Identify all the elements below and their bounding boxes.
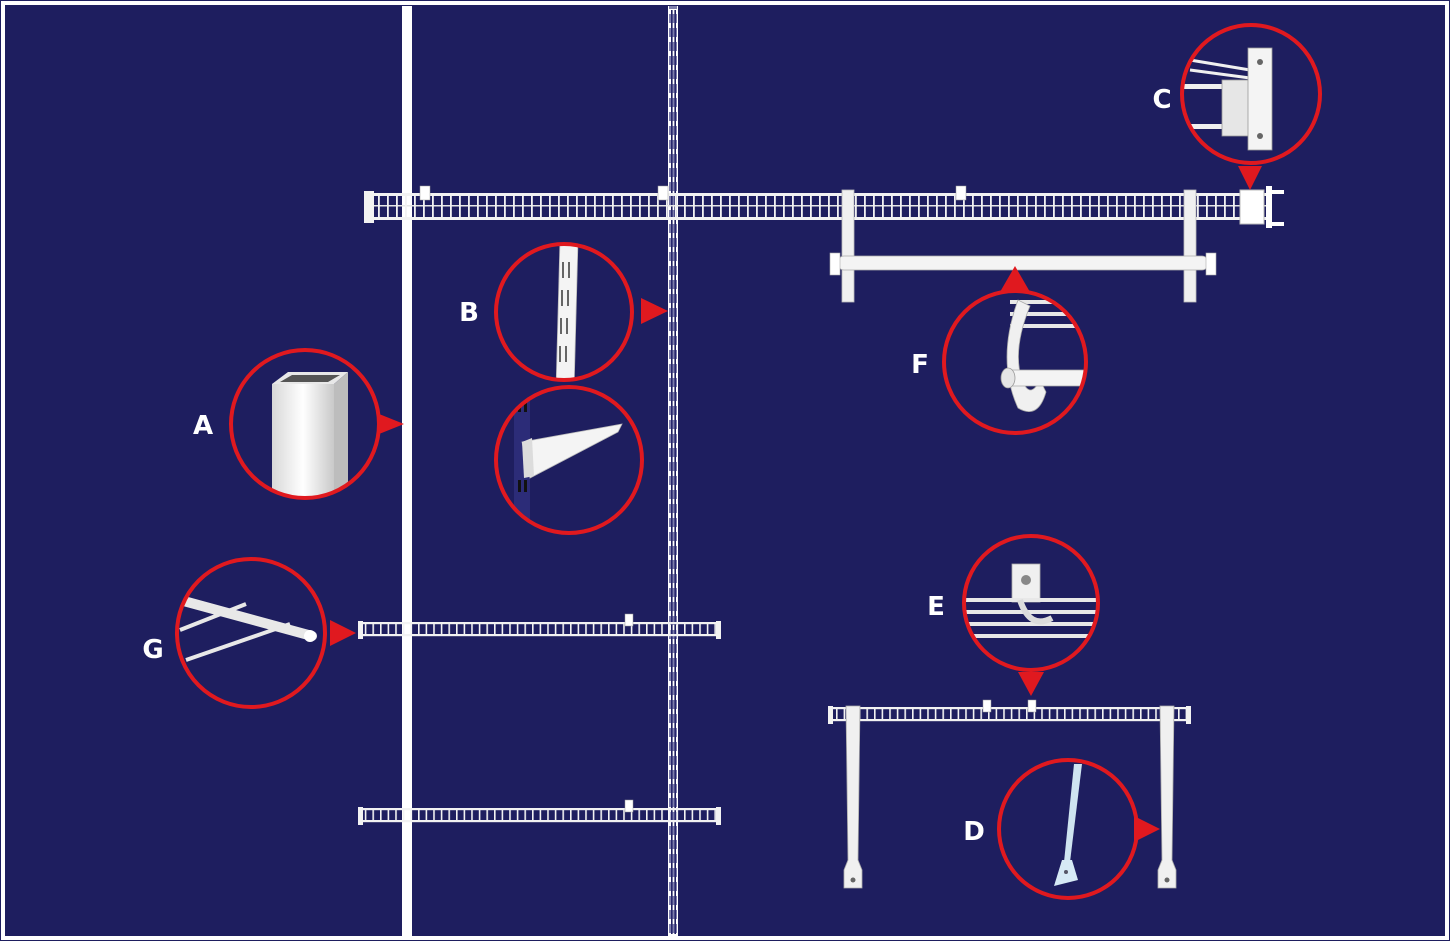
middle-wire-shelf bbox=[358, 613, 721, 639]
callout-c bbox=[1180, 23, 1322, 190]
hang-rod-assembly bbox=[829, 189, 1217, 303]
callout-a bbox=[229, 348, 404, 500]
callout-f bbox=[942, 266, 1088, 435]
vertical-standard bbox=[668, 6, 678, 938]
label-f: F bbox=[911, 350, 929, 380]
label-g: G bbox=[142, 635, 163, 665]
callout-b-standard bbox=[494, 242, 668, 382]
vertical-post bbox=[402, 6, 412, 938]
label-b: B bbox=[459, 298, 479, 328]
label-d: D bbox=[963, 817, 985, 847]
label-a: A bbox=[193, 411, 213, 441]
top-wire-shelf bbox=[364, 185, 1284, 228]
callout-d bbox=[997, 758, 1160, 900]
callout-b-bracket bbox=[494, 385, 644, 535]
lower-wire-shelf bbox=[358, 799, 721, 825]
label-e: E bbox=[927, 592, 945, 622]
callout-e bbox=[962, 534, 1100, 696]
bench-shelf bbox=[828, 699, 1191, 889]
label-c: C bbox=[1152, 85, 1171, 115]
callout-g bbox=[175, 557, 356, 709]
